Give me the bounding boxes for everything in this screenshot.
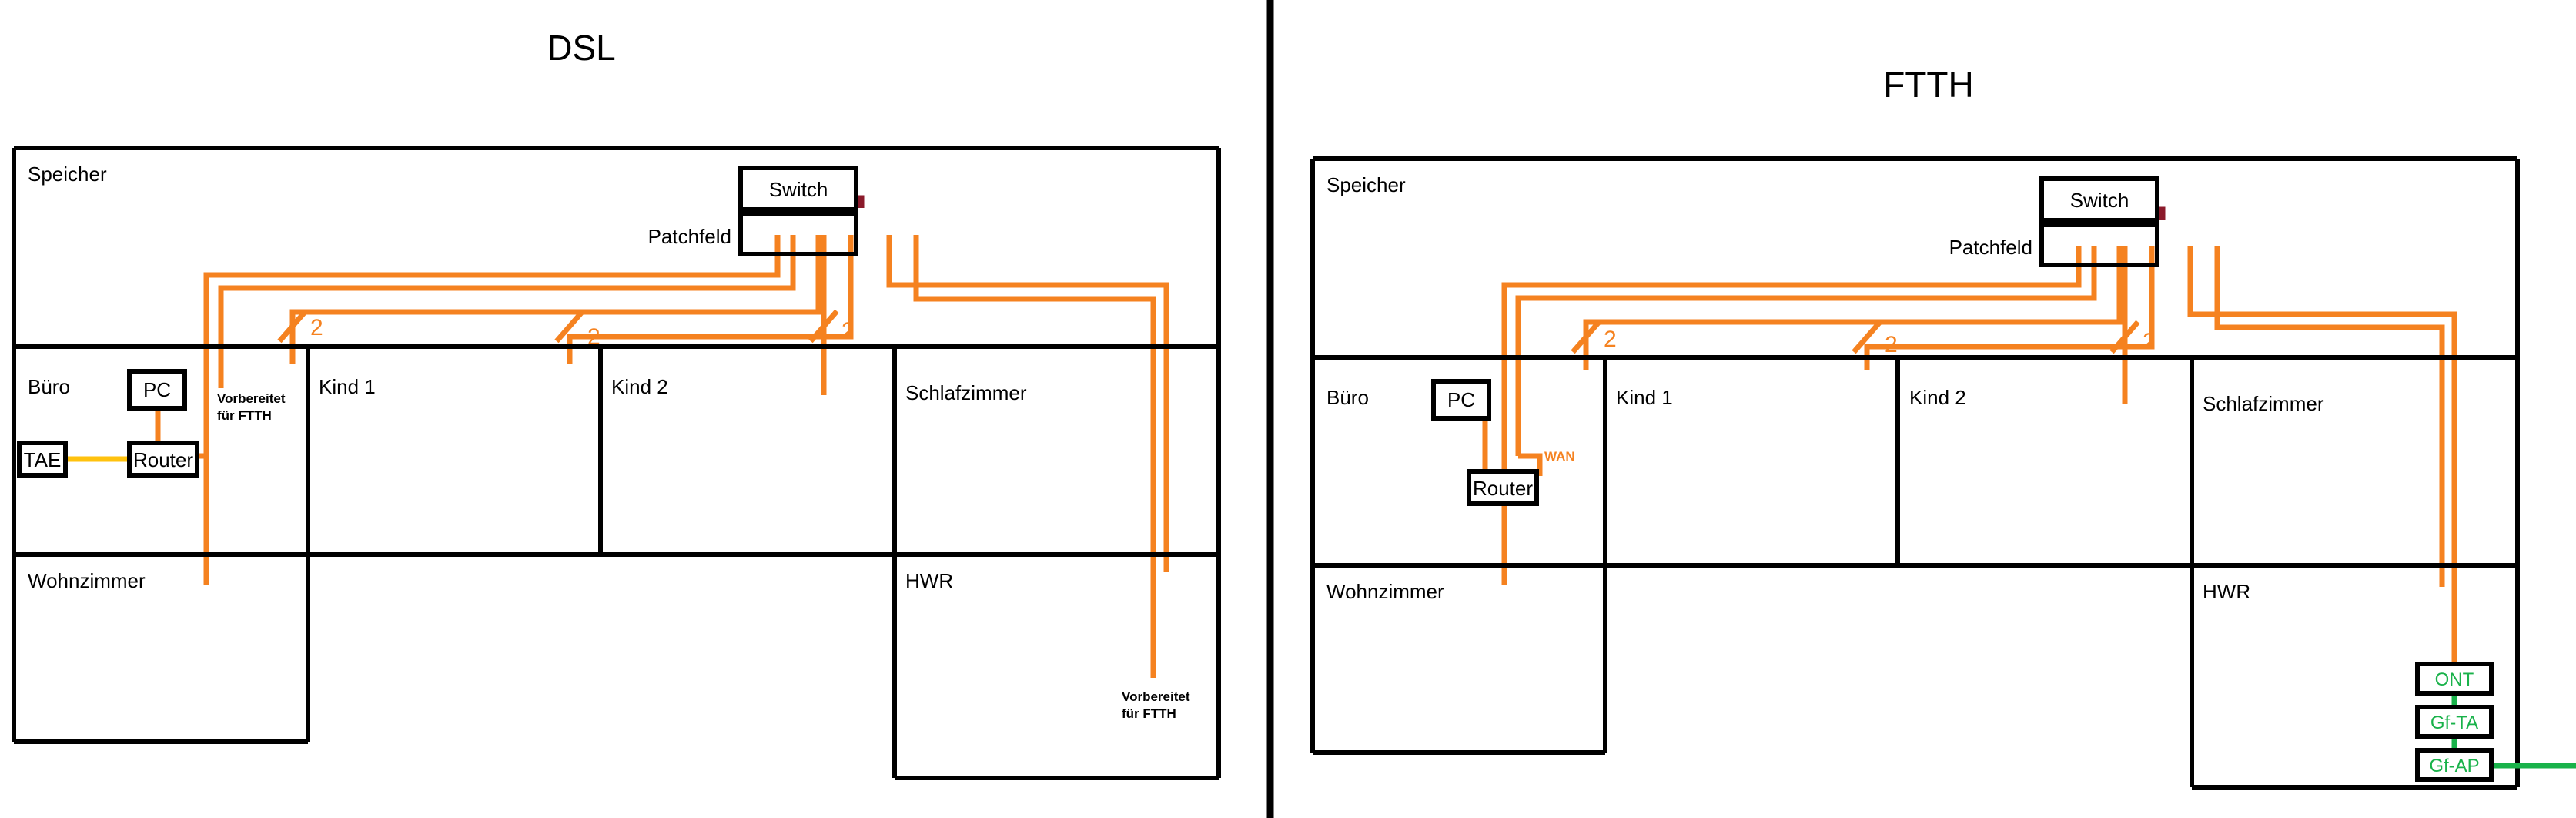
ftth-wan-label: WAN xyxy=(1544,449,1575,464)
ftth-cable-kind1 xyxy=(1583,246,2123,370)
ftth-cable-hwr-b xyxy=(2214,246,2445,587)
ftth-switch-label: Switch xyxy=(2070,189,2129,212)
ftth-tick-kind1 xyxy=(1571,320,1601,354)
dsl-room-label-buero: Büro xyxy=(28,375,70,398)
ftth-room-label-buero: Büro xyxy=(1326,386,1369,409)
ftth-lan-cable-group xyxy=(1501,246,2457,664)
dsl-walls xyxy=(12,146,1221,780)
dsl-room-label-kind1: Kind 1 xyxy=(319,375,376,398)
ftth-room-label-schlafzimmer: Schlafzimmer xyxy=(2203,392,2324,415)
dsl-tae-label: TAE xyxy=(24,448,62,471)
dsl-tick-kind1 xyxy=(277,309,308,344)
dsl-lan-cable-group xyxy=(203,235,1169,678)
dsl-cable-count-3: 2 xyxy=(841,318,855,344)
ftth-cable-buero-b xyxy=(1515,246,2097,456)
dsl-room-label-wohnzimmer: Wohnzimmer xyxy=(28,569,146,592)
ftth-ont-box[interactable] xyxy=(2415,662,2494,696)
dsl-tick-schlaf xyxy=(808,309,839,344)
ftth-room-label-kind2: Kind 2 xyxy=(1909,386,1966,409)
ftth-room-label-speicher: Speicher xyxy=(1326,173,1406,196)
dsl-room-label-hwr: HWR xyxy=(905,569,953,592)
ftth-title: FTTH xyxy=(1883,65,1974,105)
dsl-room-label-kind2: Kind 2 xyxy=(611,375,668,398)
dsl-tick-kind2 xyxy=(554,309,585,344)
dsl-router-box[interactable] xyxy=(127,441,199,478)
dsl-cable-count-ticks xyxy=(277,309,839,344)
dsl-cable-buero-b xyxy=(218,235,796,388)
ftth-switch-box[interactable] xyxy=(2039,176,2159,223)
ftth-cable-count-1: 2 xyxy=(1604,327,1617,352)
ftth-patchfeld-box[interactable] xyxy=(2039,223,2159,267)
ftth-cable-count-2: 2 xyxy=(1885,332,1898,357)
panel-dsl: DSL xyxy=(12,28,1221,780)
ftth-gfap-box[interactable] xyxy=(2415,748,2494,782)
ftth-room-label-wohnzimmer: Wohnzimmer xyxy=(1326,580,1444,603)
dsl-pc-box[interactable] xyxy=(127,369,187,411)
dsl-patchfeld-label: Patchfeld xyxy=(648,225,731,248)
dsl-pc-label: PC xyxy=(143,378,171,401)
dsl-router-label: Router xyxy=(133,448,193,471)
dsl-switch-label: Switch xyxy=(769,178,828,201)
dsl-prepared-hwr-line1: Vorbereitet xyxy=(1122,689,1190,704)
dsl-prepared-hwr-line2: für FTTH xyxy=(1122,706,1176,721)
ftth-room-label-kind1: Kind 1 xyxy=(1616,386,1673,409)
dsl-cable-kind1 xyxy=(289,235,821,364)
dsl-room-label-speicher: Speicher xyxy=(28,163,107,186)
ftth-cable-wan-router xyxy=(1518,453,1543,476)
ftth-patchfeld-label: Patchfeld xyxy=(1949,236,2032,259)
ftth-walls xyxy=(1310,156,2520,790)
dsl-tae-box[interactable] xyxy=(17,441,68,478)
ftth-room-label-hwr: HWR xyxy=(2203,580,2250,603)
dsl-prepared-buero-line1: Vorbereitet xyxy=(217,391,286,406)
ftth-router-box[interactable] xyxy=(1467,469,1539,506)
ftth-gfap-label: Gf-AP xyxy=(2429,756,2479,776)
ftth-tick-kind2 xyxy=(1852,320,1882,354)
ftth-router-label: Router xyxy=(1473,477,1533,500)
dsl-patchfeld-box[interactable] xyxy=(738,212,858,256)
dsl-cable-hwr-a xyxy=(886,235,1169,572)
ftth-cable-count-ticks xyxy=(1571,320,2140,354)
dsl-cable-hwr-b xyxy=(913,235,1156,678)
dsl-cable-count-1: 2 xyxy=(310,315,323,340)
ftth-cable-count-3: 2 xyxy=(2143,329,2156,354)
ftth-gfta-label: Gf-TA xyxy=(2430,712,2478,733)
ftth-ont-label: ONT xyxy=(2435,669,2474,690)
panel-ftth: FTTH Speicher Büro xyxy=(1310,65,2576,790)
ftth-pc-label: PC xyxy=(1447,388,1475,411)
ftth-cable-hwr-a xyxy=(2187,246,2457,664)
ftth-gfta-box[interactable] xyxy=(2415,705,2494,739)
dsl-cable-kind2 xyxy=(567,235,854,364)
ftth-tick-schlaf xyxy=(2109,320,2140,354)
dsl-title: DSL xyxy=(547,28,615,68)
dsl-prepared-buero-line2: für FTTH xyxy=(217,408,272,423)
dsl-room-label-schlafzimmer: Schlafzimmer xyxy=(905,381,1027,404)
dsl-cable-count-2: 2 xyxy=(587,324,601,350)
ftth-pc-box[interactable] xyxy=(1431,379,1491,421)
dsl-switch-box[interactable] xyxy=(738,166,858,212)
